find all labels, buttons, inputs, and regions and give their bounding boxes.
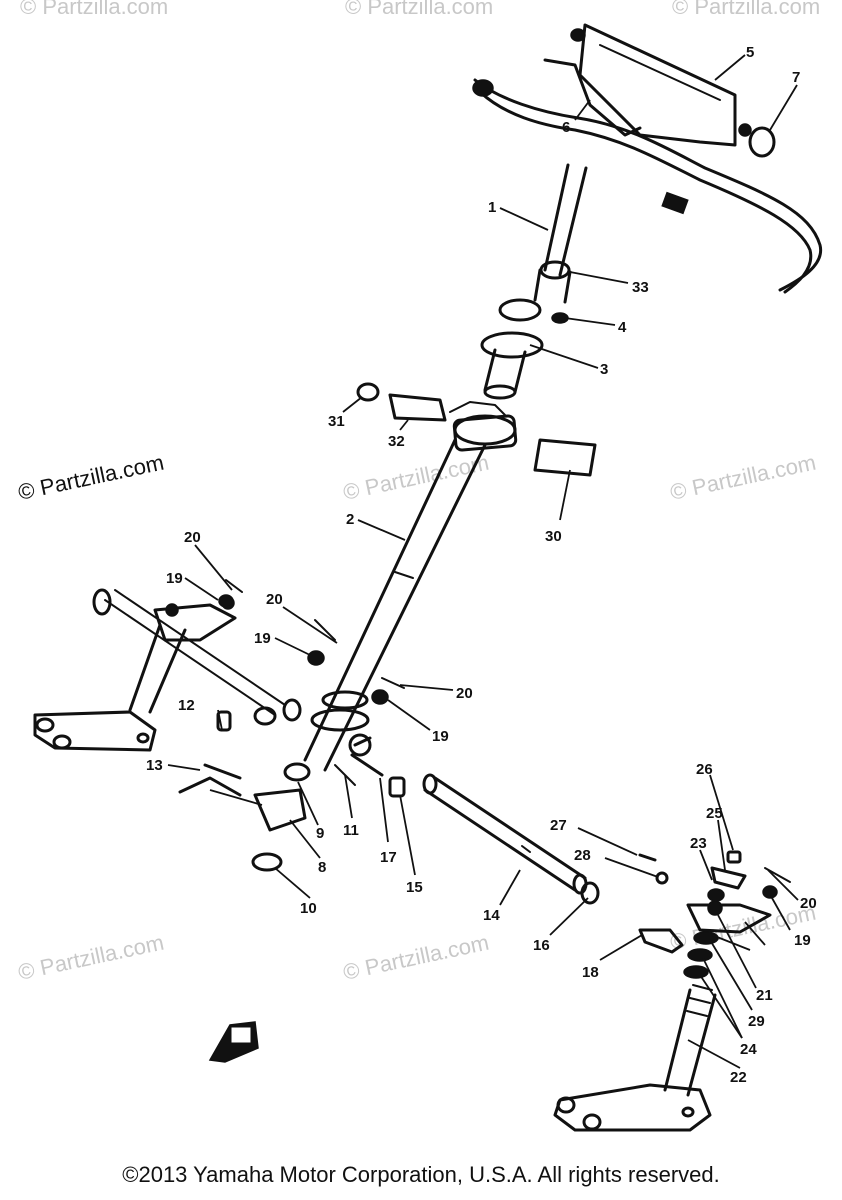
callout-19c: 19 (432, 728, 449, 745)
callout-33: 33 (632, 279, 649, 296)
tie-rod (422, 773, 588, 895)
callout-7: 7 (792, 69, 800, 86)
callout-15: 15 (406, 879, 423, 896)
callout-18: 18 (582, 964, 599, 981)
watermark-top-left: © Partzilla.com (20, 0, 168, 19)
callout-10: 10 (300, 900, 317, 917)
callout-4: 4 (618, 319, 627, 336)
callout-17: 17 (380, 849, 397, 866)
callout-20d: 20 (800, 895, 817, 912)
callout-30: 30 (545, 528, 562, 545)
callout-19a: 19 (166, 570, 183, 587)
callouts: 1 2 3 4 5 6 7 8 9 10 11 12 13 14 15 16 1… (146, 44, 817, 1086)
watermark-low-center: © Partzilla.com (341, 930, 491, 985)
callout-5: 5 (746, 44, 754, 61)
callout-14: 14 (483, 907, 500, 924)
watermark-top-center: © Partzilla.com (345, 0, 493, 19)
callout-29: 29 (748, 1013, 765, 1030)
watermark-low-left: © Partzilla.com (16, 930, 166, 985)
callout-24: 24 (740, 1041, 757, 1058)
forward-arrow-icon (208, 1021, 259, 1063)
callout-11: 11 (343, 822, 359, 839)
copyright-notice: ©2013 Yamaha Motor Corporation, U.S.A. A… (122, 1162, 720, 1187)
right-spindle (553, 850, 791, 1132)
column-clamp (356, 382, 597, 477)
upper-clamp (480, 260, 572, 400)
callout-20a: 20 (184, 529, 201, 546)
callout-20c: 20 (456, 685, 473, 702)
callout-3: 3 (600, 361, 608, 378)
steering-column (303, 414, 518, 772)
callout-13: 13 (146, 757, 163, 774)
callout-26: 26 (696, 761, 713, 778)
callout-31: 31 (328, 413, 345, 430)
callout-25: 25 (706, 805, 723, 822)
callout-21: 21 (756, 987, 773, 1004)
watermark-top-right: © Partzilla.com (672, 0, 820, 19)
callout-6: 6 (562, 119, 570, 136)
callout-1: 1 (488, 199, 496, 216)
callout-19b: 19 (254, 630, 271, 647)
throttle-housing (543, 23, 776, 158)
handlebar (472, 78, 823, 294)
callout-27: 27 (550, 817, 567, 834)
callout-28: 28 (574, 847, 591, 864)
callout-22: 22 (730, 1069, 747, 1086)
callout-8: 8 (318, 859, 326, 876)
watermark-main: © Partzilla.com (16, 450, 166, 505)
callout-2: 2 (346, 511, 354, 528)
callout-9: 9 (316, 825, 324, 842)
callout-12: 12 (178, 697, 195, 714)
leader-lines (167, 54, 799, 1069)
tie-rod-hardware (218, 579, 406, 798)
callout-20b: 20 (266, 591, 283, 608)
watermark-mid-right: © Partzilla.com (668, 450, 818, 505)
callout-32: 32 (388, 433, 405, 450)
callout-23: 23 (690, 835, 707, 852)
callout-19d: 19 (794, 932, 811, 949)
callout-16: 16 (533, 937, 550, 954)
